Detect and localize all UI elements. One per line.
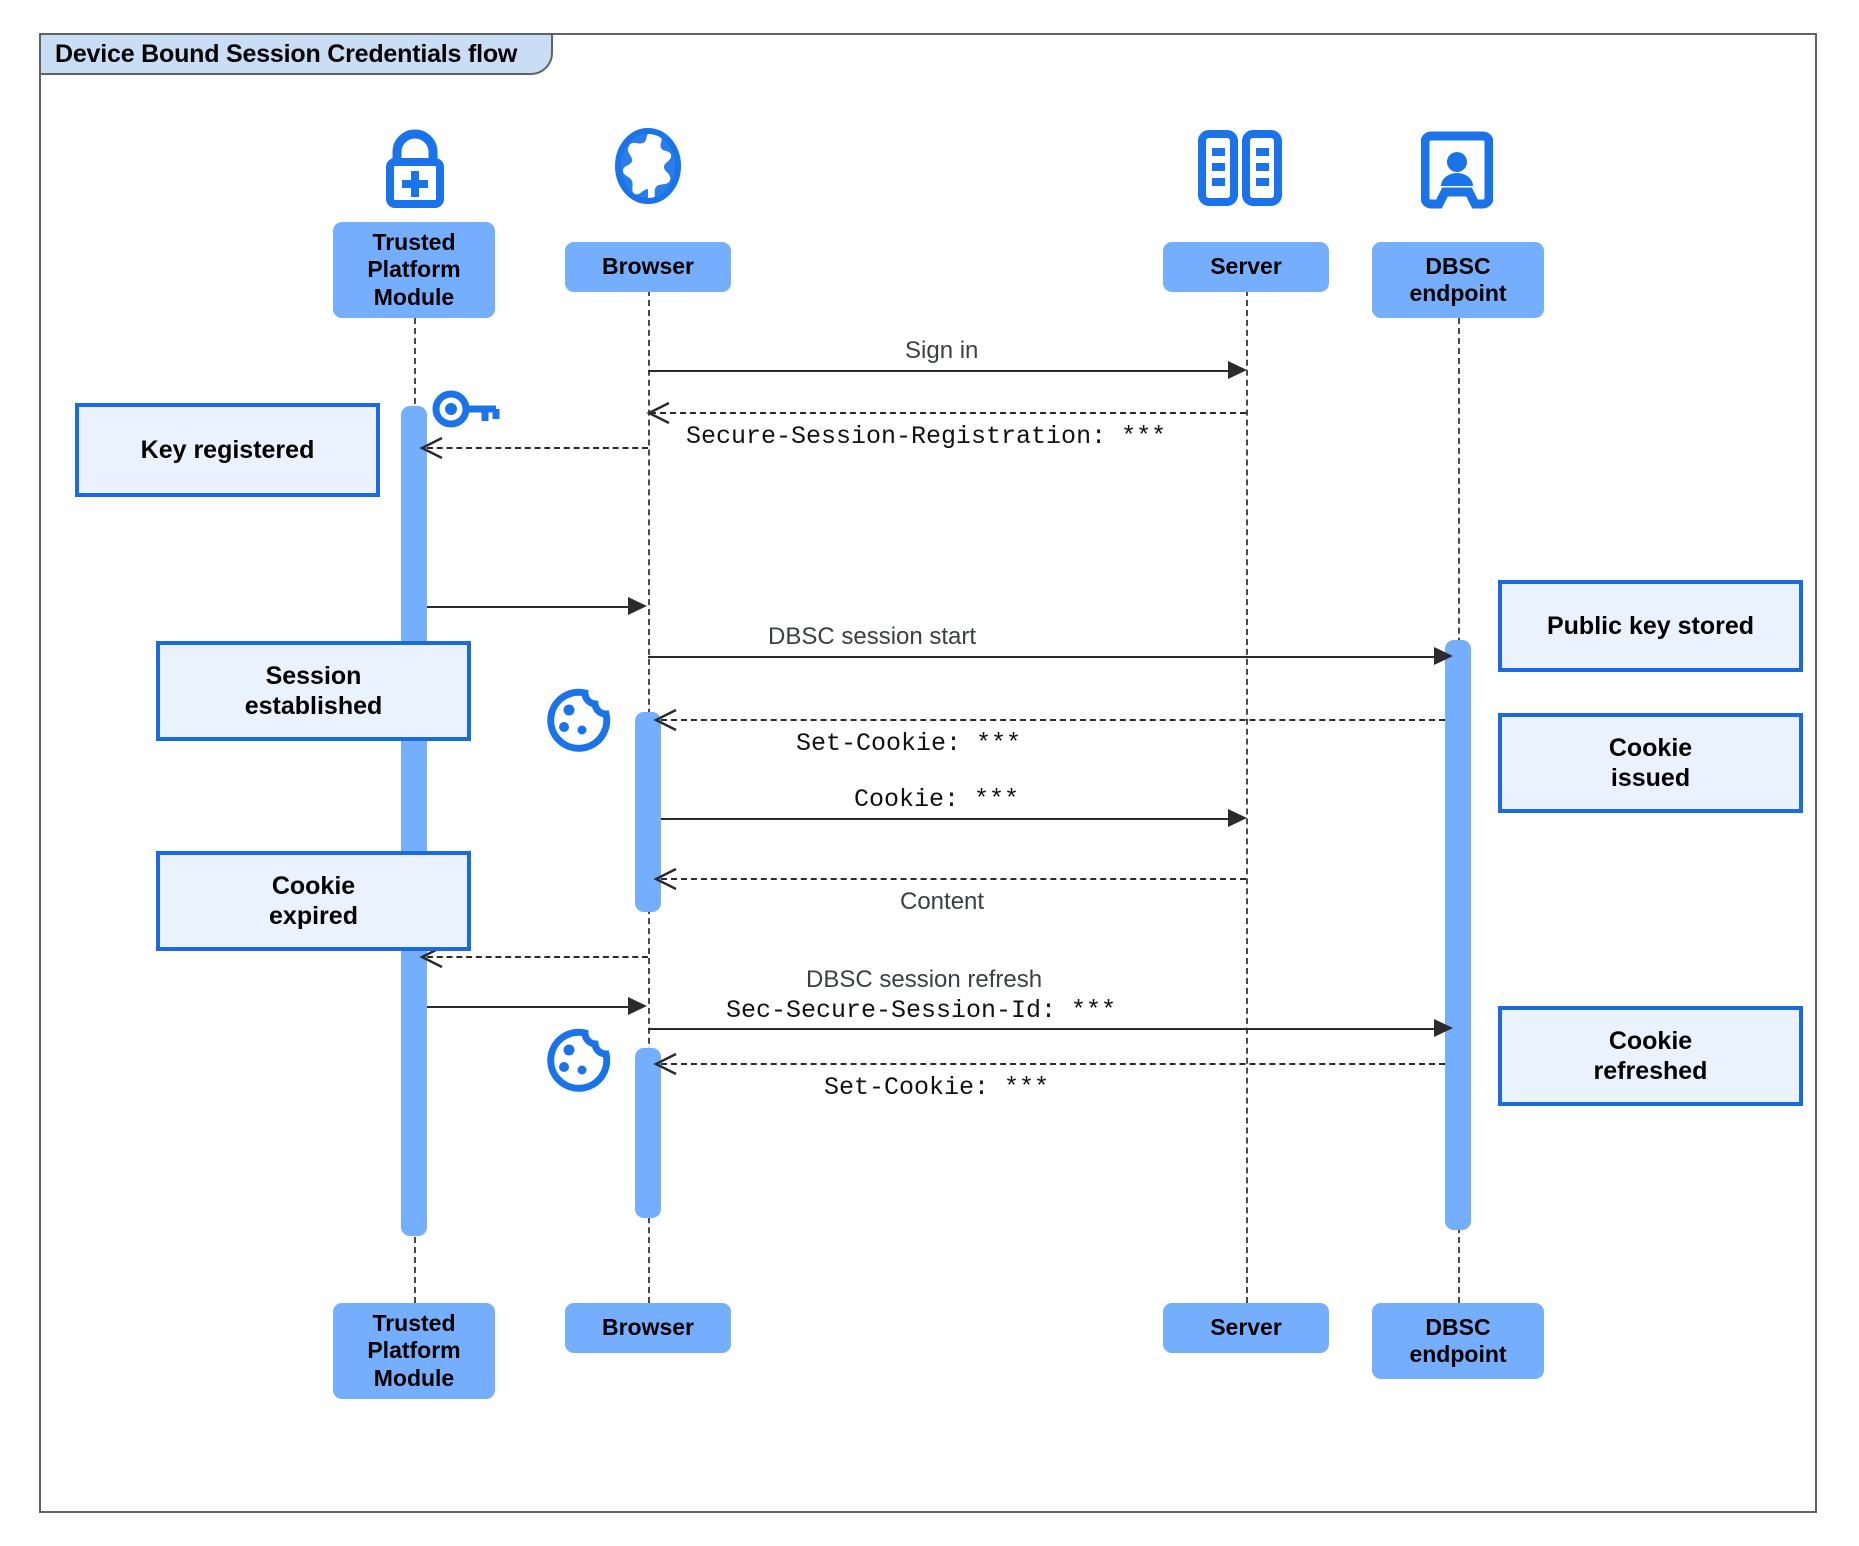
participant-label: Trusted Platform Module	[367, 229, 461, 310]
note-text: Key registered	[140, 436, 315, 464]
note-text: Cookie expired	[269, 872, 358, 930]
note-text: Session established	[244, 662, 383, 720]
message-label-set-cookie-1: Set-Cookie: ***	[796, 729, 1022, 758]
message-line-secure-session-registration	[650, 412, 1246, 414]
note-text: Cookie issued	[1608, 734, 1693, 792]
message-line-tpm-to-browser-key	[427, 606, 638, 608]
arrow-head-tpm-to-browser-key	[628, 597, 647, 615]
message-label-dbsc-session-start: DBSC session start	[768, 623, 977, 650]
note-cookie-issued: Cookie issued	[1498, 713, 1803, 813]
arrow-head-content	[652, 867, 677, 891]
participant-footer-server[interactable]: Server	[1163, 1303, 1329, 1353]
message-line-browser-to-tpm-refresh	[427, 956, 648, 958]
participant-label: DBSC endpoint	[1409, 1313, 1507, 1367]
note-public-key-stored: Public key stored	[1498, 580, 1803, 672]
message-label-cookie: Cookie: ***	[854, 785, 1020, 814]
activation-tpm	[401, 406, 427, 1236]
note-cookie-expired: Cookie expired	[156, 851, 471, 951]
cookie-icon	[545, 1028, 611, 1094]
participant-label: DBSC endpoint	[1409, 252, 1507, 306]
note-text: Public key stored	[1546, 612, 1755, 640]
message-line-set-cookie-1	[661, 719, 1445, 721]
message-line-set-cookie-2	[661, 1063, 1445, 1065]
message-label-secure-session-registration: Secure-Session-Registration: ***	[686, 422, 1167, 451]
arrow-head-secure-session-registration	[645, 401, 670, 425]
globe-icon	[608, 126, 688, 206]
participant-tpm[interactable]: Trusted Platform Module	[333, 222, 495, 318]
message-line-tpm-to-browser-refresh	[427, 1006, 638, 1008]
arrow-head-sign-in	[1228, 361, 1247, 379]
participant-label: Server	[1210, 253, 1282, 280]
message-label-sec-secure-session-id: Sec-Secure-Session-Id: ***	[726, 996, 1117, 1025]
arrow-head-set-cookie-2	[652, 1052, 677, 1076]
server-rack-icon	[1196, 130, 1284, 206]
note-text: Cookie refreshed	[1593, 1027, 1708, 1085]
arrow-head-set-cookie-1	[652, 708, 677, 732]
participant-server[interactable]: Server	[1163, 242, 1329, 292]
participant-label: Browser	[601, 253, 695, 280]
note-cookie-refreshed: Cookie refreshed	[1498, 1006, 1803, 1106]
note-key-registered: Key registered	[75, 403, 380, 497]
message-line-dbsc-session-refresh	[648, 1028, 1448, 1030]
participant-footer-tpm[interactable]: Trusted Platform Module	[333, 1303, 495, 1399]
note-session-established: Session established	[156, 641, 471, 741]
diagram-title-tab: Device Bound Session Credentials flow	[39, 33, 554, 75]
participant-browser[interactable]: Browser	[565, 242, 731, 292]
participant-label: Server	[1210, 1314, 1282, 1341]
message-label-set-cookie-2: Set-Cookie: ***	[824, 1073, 1050, 1102]
participant-label: Browser	[601, 1314, 695, 1341]
arrow-head-dbsc-session-start	[1434, 647, 1453, 665]
participant-label: Trusted Platform Module	[367, 1310, 461, 1391]
arrow-head-dbsc-session-refresh	[1434, 1019, 1453, 1037]
participant-footer-dbsc[interactable]: DBSC endpoint	[1372, 1303, 1544, 1379]
activation-dbsc	[1445, 640, 1471, 1230]
cookie-icon	[545, 688, 611, 754]
key-icon	[430, 385, 504, 433]
message-line-content	[661, 878, 1246, 880]
arrow-head-tpm-to-browser-refresh	[628, 997, 647, 1015]
participant-footer-browser[interactable]: Browser	[565, 1303, 731, 1353]
message-line-sign-in	[648, 370, 1238, 372]
message-line-browser-to-tpm-register	[427, 447, 648, 449]
lifeline-server	[1246, 290, 1248, 1303]
id-badge-person-icon	[1420, 130, 1494, 210]
message-line-dbsc-session-start	[648, 656, 1448, 658]
message-label-sign-in: Sign in	[905, 337, 979, 364]
activation-browser-2	[635, 1048, 661, 1218]
participant-dbsc[interactable]: DBSC endpoint	[1372, 242, 1544, 318]
padlock-plus-icon	[373, 126, 457, 210]
arrow-head-cookie	[1228, 809, 1247, 827]
arrow-head-browser-to-tpm-register	[418, 436, 443, 460]
message-label-dbsc-session-refresh: DBSC session refresh	[806, 966, 1043, 993]
message-line-cookie	[661, 818, 1238, 820]
page-title: Device Bound Session Credentials flow	[55, 39, 518, 68]
message-label-content: Content	[900, 888, 985, 915]
